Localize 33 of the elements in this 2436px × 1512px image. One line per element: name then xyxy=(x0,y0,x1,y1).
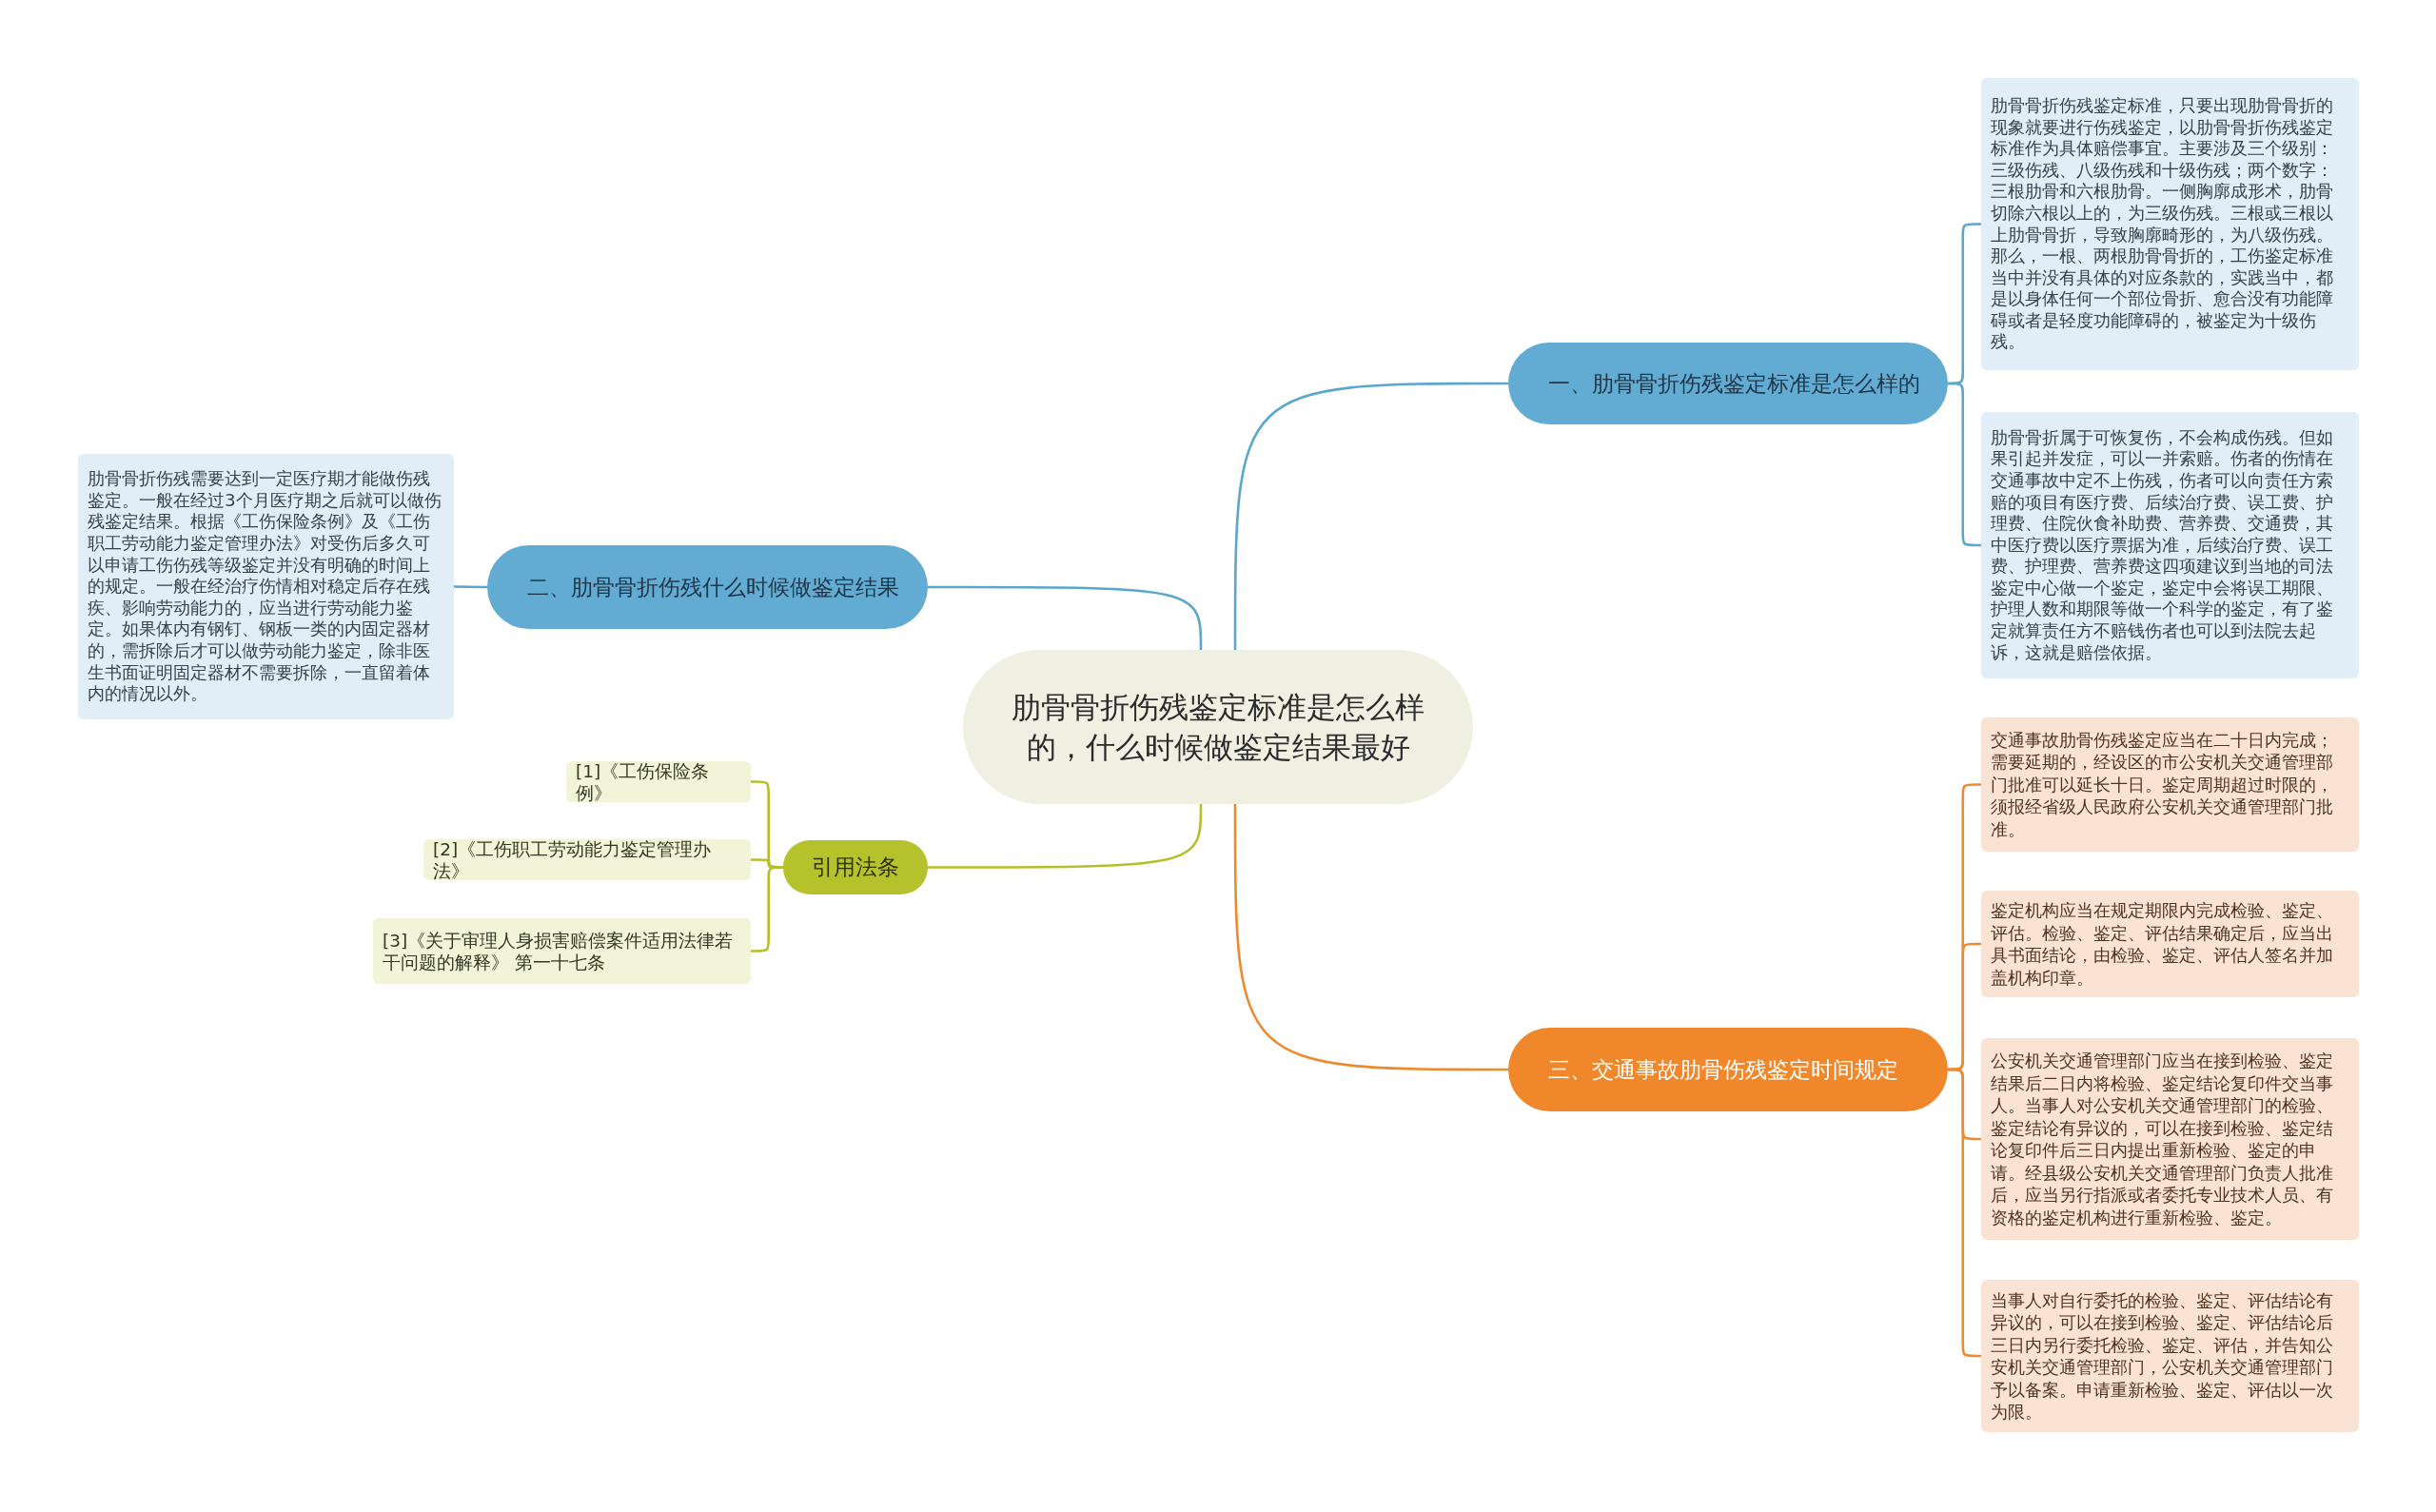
node-text: 当事人对自行委托的检验、鉴定、评估结论有异议的，可以在接到检验、鉴定、评估结论后三日内另行委托检验、鉴定、评估，并告知公安机关交通管理部门，公安机关交通管理部门予以备案。申请重新检验、鉴定、评估以一次为限。 xyxy=(1991,1288,2334,1424)
text-card xyxy=(1981,78,2359,370)
connector-line xyxy=(928,585,1203,650)
connector-line xyxy=(1948,382,1981,547)
node-text: 引用法条 xyxy=(812,854,899,881)
node-text: 肋骨骨折伤残鉴定标准是怎么样的，什么时候做鉴定结果最好 xyxy=(1011,689,1425,766)
connector-line xyxy=(1233,804,1508,1071)
node-text: 公安机关交通管理部门应当在接到检验、鉴定结果后二日内将检验、鉴定结论复印件交当事人。当事人对公安机关交通管理部门的检验、鉴定结论有异议的，可以在接到检验、鉴定结论复印件后三日内提出重新检验、鉴定的申请。经县级公安机关交通管理部门负责人批准后，应当另行指派或者委托专业技术人员、有资格的鉴定机构进行重新检验、鉴定。 xyxy=(1991,1050,2334,1228)
connector-line xyxy=(928,804,1203,869)
text-card xyxy=(1981,717,2359,852)
node-text: 鉴定机构应当在规定期限内完成检验、鉴定、评估。检验、鉴定、评估结果确定后，应当出具书面结论，由检验、鉴定、评估人签名并加盖机构印章。 xyxy=(1991,899,2334,989)
node-text: 二、肋骨骨折伤残什么时候做鉴定结果 xyxy=(527,573,899,601)
text-card xyxy=(78,454,454,719)
text-card xyxy=(1981,1280,2359,1432)
node-text: [3]《关于审理人身损害赔偿案件适用法律若干问题的解释》 第一十七条 xyxy=(383,929,735,973)
text-card xyxy=(1981,412,2359,678)
citation-card xyxy=(566,761,751,802)
node-text: 一、肋骨骨折伤残鉴定标准是怎么样的 xyxy=(1548,369,1920,398)
citation-card xyxy=(423,839,751,880)
node-text: 肋骨骨折伤残需要达到一定医疗期才能做伤残鉴定。一般在经过3个月医疗期之后就可以做伤残鉴定结果。根据《工伤保险条例》及《工伤职工劳动能力鉴定管理办法》对受伤后多久可以申请工伤伤残等级鉴定并没有明确的时间上的规定。一般在经治疗伤情相对稳定后存在残疾、影响劳动能力的，应当进行劳动能力鉴定。如果体内有钢钉、钢板一类的内固定器材的，需拆除后才可以做劳动能力鉴定，除非医生书面证明固定器材不需要拆除，一直留着体内的情况以外。 xyxy=(88,468,442,705)
node-text: 肋骨骨折属于可恢复伤，不会构成伤残。但如果引起并发症，可以一并索赔。伤者的伤情在交通事故中定不上伤残，伤者可以向责任方索赔的项目有医疗费、后续治疗费、误工费、护理费、住院伙食补助费、营养费、交通费，其中医疗费以医疗票据为准，后续治疗费、误工费、护理费、营养费这四项建议到当地的司法鉴定中心做一个鉴定，鉴定中会将误工期限、护理人数和期限等做一个科学的鉴定，有了鉴定就算责任方不赔钱伤者也可以到法院去起诉，这就是赔偿依据。 xyxy=(1991,426,2334,664)
text-card xyxy=(1981,891,2359,997)
connector-line xyxy=(1233,382,1508,650)
text-card xyxy=(1981,1038,2359,1240)
connector-line xyxy=(751,866,783,952)
citation-card xyxy=(373,918,751,984)
node-text: [1]《工伤保险条例》 xyxy=(576,759,711,804)
node-text: [2]《工伤职工劳动能力鉴定管理办法》 xyxy=(433,837,713,882)
connector-line xyxy=(1948,1068,1981,1358)
node-text: 肋骨骨折伤残鉴定标准，只要出现肋骨骨折的现象就要进行伤残鉴定，以肋骨骨折伤残鉴定标准作为具体赔偿事宜。主要涉及三个级别：三级伤残、八级伤残和十级伤残；两个数字：三根肋骨和六根肋骨。一侧胸廓成形术，肋骨切除六根以上的，为三级伤残。三根或三根以上肋骨骨折，导致胸廓畸形的，为八级伤残。那么，一根、两根肋骨骨折的，工伤鉴定标准当中并没有具体的对应条款的，实践当中，都是以身体任何一个部位骨折、愈合没有功能障碍或者是轻度功能障碍的，被鉴定为十级伤残。 xyxy=(1991,94,2334,354)
node-text: 三、交通事故肋骨伤残鉴定时间规定 xyxy=(1548,1055,1898,1084)
node-text: 交通事故肋骨伤残鉴定应当在二十日内完成；需要延期的，经设区的市公安机关交通管理部门批准可以延长十日。鉴定周期超过时限的，须报经省级人民政府公安机关交通管理部门批准。 xyxy=(1991,728,2334,841)
connector-line xyxy=(454,585,487,589)
